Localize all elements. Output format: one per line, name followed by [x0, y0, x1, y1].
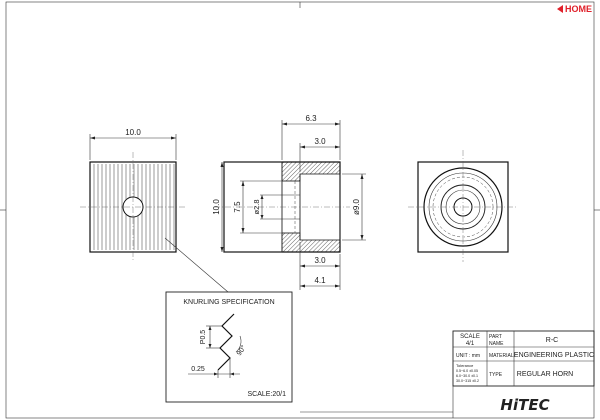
type-label: TYPE — [489, 372, 503, 378]
part-name-label-2: NAME — [489, 341, 504, 347]
section-height-dim: 10.0 — [212, 199, 221, 215]
tolerance-3: 30.0~315 ±0.2 — [456, 379, 479, 383]
title-block: SCALE 4/1 PART NAME R-C UNIT : mm MATERI… — [300, 330, 595, 418]
type-value: REGULAR HORN — [517, 371, 573, 378]
section-hatch-top — [281, 161, 341, 182]
material-value: ENGINEERING PLASTIC — [514, 352, 594, 359]
section-inner-height-dim: 7.5 — [233, 201, 242, 213]
brand-logo: HiTEC — [500, 396, 549, 414]
section-view: 6.3 3.0 3.0 4.1 10.0 7.5 ø2.8 — [212, 114, 366, 290]
section-bottom-step-dim: 3.0 — [314, 256, 326, 265]
front-view: 10.0 — [80, 128, 229, 293]
knurl-leader — [164, 237, 229, 293]
material-label: MATERIAL — [489, 353, 514, 359]
home-link[interactable]: HOME — [557, 4, 592, 14]
knurling-title: KNURLING SPECIFICATION — [183, 299, 274, 306]
scale-value: 4/1 — [466, 341, 475, 347]
section-offset-dim: 4.1 — [314, 276, 326, 285]
home-arrow-icon — [557, 5, 563, 13]
tolerance-2: 6.0~30.0 ±0.1 — [456, 374, 478, 378]
home-label: HOME — [565, 4, 592, 14]
unit-label: UNIT : mm — [456, 353, 480, 359]
section-length-dim: 6.3 — [305, 114, 317, 123]
section-bore-dim: ø2.8 — [252, 199, 261, 214]
knurling-scale: SCALE:20/1 — [247, 391, 286, 398]
section-outer-dia-dim: ø9.0 — [352, 198, 361, 215]
section-hatch-bottom — [281, 232, 341, 253]
tolerance-1: 0.5~6.0 ±0.05 — [456, 369, 478, 373]
scale-label: SCALE — [460, 334, 480, 340]
section-top-step-dim: 3.0 — [314, 137, 326, 146]
knurl-profile — [217, 313, 235, 371]
knurling-box — [165, 291, 293, 403]
tolerance-title: Tolerance — [456, 363, 474, 368]
knurling-detail: KNURLING SPECIFICATION P0.5 90° 0.25 SCA… — [165, 291, 293, 403]
knurl-pitch: P0.5 — [200, 330, 207, 345]
end-view — [408, 150, 518, 262]
knurl-depth: 0.25 — [191, 366, 205, 373]
knurl-angle: 90° — [235, 344, 248, 357]
part-name-label-1: PART — [489, 334, 502, 340]
part-name: R-C — [546, 337, 558, 344]
front-width-dim: 10.0 — [125, 128, 141, 137]
